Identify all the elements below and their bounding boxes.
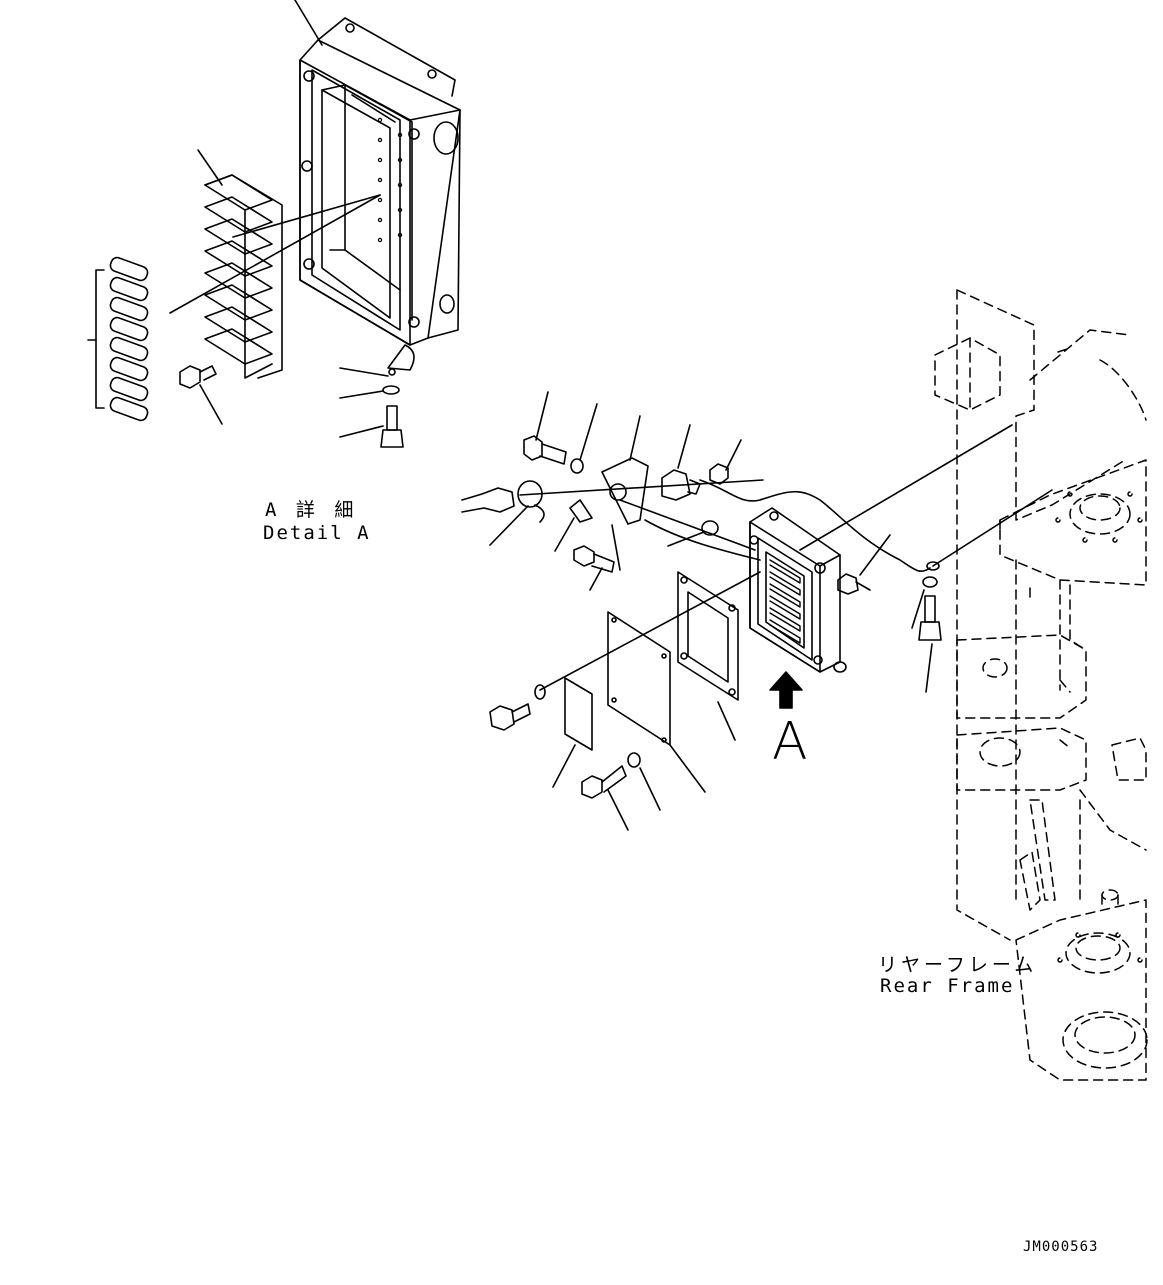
rear-frame bbox=[934, 289, 1148, 1081]
bottom-bolts bbox=[489, 684, 661, 831]
drawing-code: JM000563 bbox=[1023, 1239, 1099, 1255]
fuse-block bbox=[749, 507, 847, 673]
detail-a-japanese-label: A 詳 細 bbox=[265, 499, 358, 521]
gasket bbox=[677, 571, 739, 741]
fuse-box-housing bbox=[294, 0, 461, 346]
detail-a-english-label: Detail A bbox=[263, 522, 371, 544]
rear-frame-japanese-label: リヤーフレーム bbox=[878, 954, 1038, 976]
clamp-and-bolt bbox=[339, 344, 415, 448]
rear-frame-english-label: Rear Frame bbox=[880, 975, 1015, 997]
fuses bbox=[87, 256, 149, 422]
main-assembly bbox=[461, 391, 1053, 693]
view-arrow bbox=[769, 671, 803, 709]
view-a-letter: A bbox=[772, 712, 808, 772]
hex-bolt-left bbox=[179, 365, 223, 425]
cover-plate bbox=[539, 571, 761, 793]
fuse-holder-stack bbox=[169, 149, 381, 379]
